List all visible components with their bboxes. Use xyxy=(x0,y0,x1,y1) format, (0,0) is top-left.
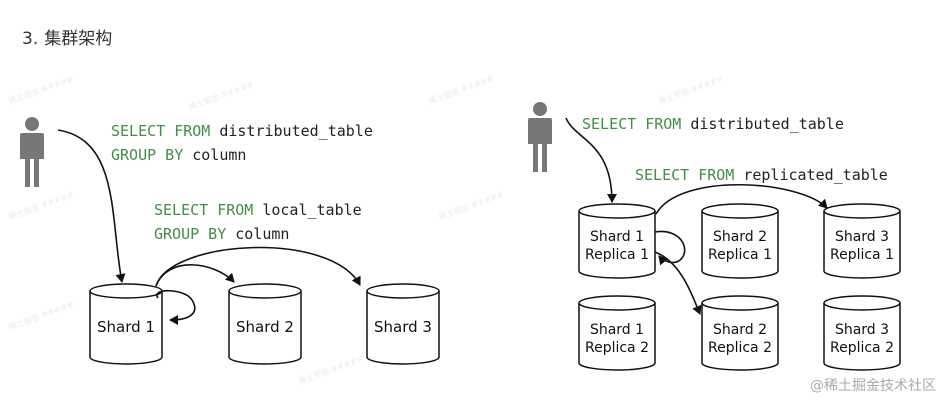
right-node-shard2-replica1: Shard 2 Replica 1 xyxy=(701,203,779,279)
svg-text:稀土掘金 #####: 稀土掘金 ##### xyxy=(657,73,725,106)
right-arrow-shard1-to-shard2-replica2 xyxy=(654,251,702,315)
left-shard-1-label: Shard 1 xyxy=(97,318,155,336)
right-arrow-shard1-self-loop xyxy=(654,230,686,266)
right-node-shard1-replica1: Shard 1 Replica 1 xyxy=(578,203,656,279)
svg-text:Shard 1: Shard 1 xyxy=(590,322,644,338)
svg-text:Replica 2: Replica 2 xyxy=(585,340,649,356)
svg-text:Shard 2: Shard 2 xyxy=(713,322,767,338)
left-shard-3-label: Shard 3 xyxy=(374,318,432,336)
left-arrow-shard1-to-shard3 xyxy=(155,246,361,287)
svg-text:稀土掘金 #####: 稀土掘金 ##### xyxy=(7,189,75,222)
svg-text:Replica 2: Replica 2 xyxy=(830,340,894,356)
left-arrow-shard1-self-loop xyxy=(156,289,196,325)
svg-text:稀土掘金 #####: 稀土掘金 ##### xyxy=(7,299,75,332)
section-heading: 3.集群架构 xyxy=(22,24,112,49)
svg-text:稀土掘金 #####: 稀土掘金 ##### xyxy=(187,79,255,112)
svg-text:Replica 1: Replica 1 xyxy=(585,247,649,263)
credit-watermark: @稀土掘金技术社区 xyxy=(810,378,936,394)
section-number: 3. xyxy=(22,29,39,49)
left-arrow-user-to-shard1 xyxy=(57,129,126,283)
left-shard-2: Shard 2 xyxy=(228,283,302,365)
svg-text:稀土掘金 #####: 稀土掘金 ##### xyxy=(427,73,495,106)
section-title: 集群架构 xyxy=(44,29,113,49)
left-shard-3: Shard 3 xyxy=(366,283,440,365)
right-node-shard3-replica2: Shard 3 Replica 2 xyxy=(823,295,901,371)
svg-text:稀土掘金 #####: 稀土掘金 ##### xyxy=(437,189,505,222)
svg-text:Shard 3: Shard 3 xyxy=(835,322,889,338)
left-shard-1: Shard 1 xyxy=(89,283,163,365)
svg-text:Replica 2: Replica 2 xyxy=(708,340,772,356)
svg-text:Replica 1: Replica 1 xyxy=(830,247,894,263)
svg-text:Shard 2: Shard 2 xyxy=(713,229,767,245)
svg-text:稀土掘金 #####: 稀土掘金 ##### xyxy=(297,353,365,386)
left-shard-2-label: Shard 2 xyxy=(236,318,294,336)
svg-text:Shard 1: Shard 1 xyxy=(590,229,644,245)
right-arrow-user-to-shard1 xyxy=(565,117,617,203)
right-node-shard3-replica1: Shard 3 Replica 1 xyxy=(823,203,901,279)
left-arrow-shard1-to-shard2 xyxy=(155,264,235,287)
svg-text:稀土掘金 #####: 稀土掘金 ##### xyxy=(7,73,75,106)
right-node-shard1-replica2: Shard 1 Replica 2 xyxy=(578,295,656,371)
user-icon-left xyxy=(20,117,44,187)
svg-text:Shard 3: Shard 3 xyxy=(835,229,889,245)
user-icon-right xyxy=(528,102,552,172)
svg-text:Replica 1: Replica 1 xyxy=(708,247,772,263)
right-arrow-shard1-to-shard3 xyxy=(655,184,828,215)
right-node-shard2-replica2: Shard 2 Replica 2 xyxy=(701,295,779,371)
